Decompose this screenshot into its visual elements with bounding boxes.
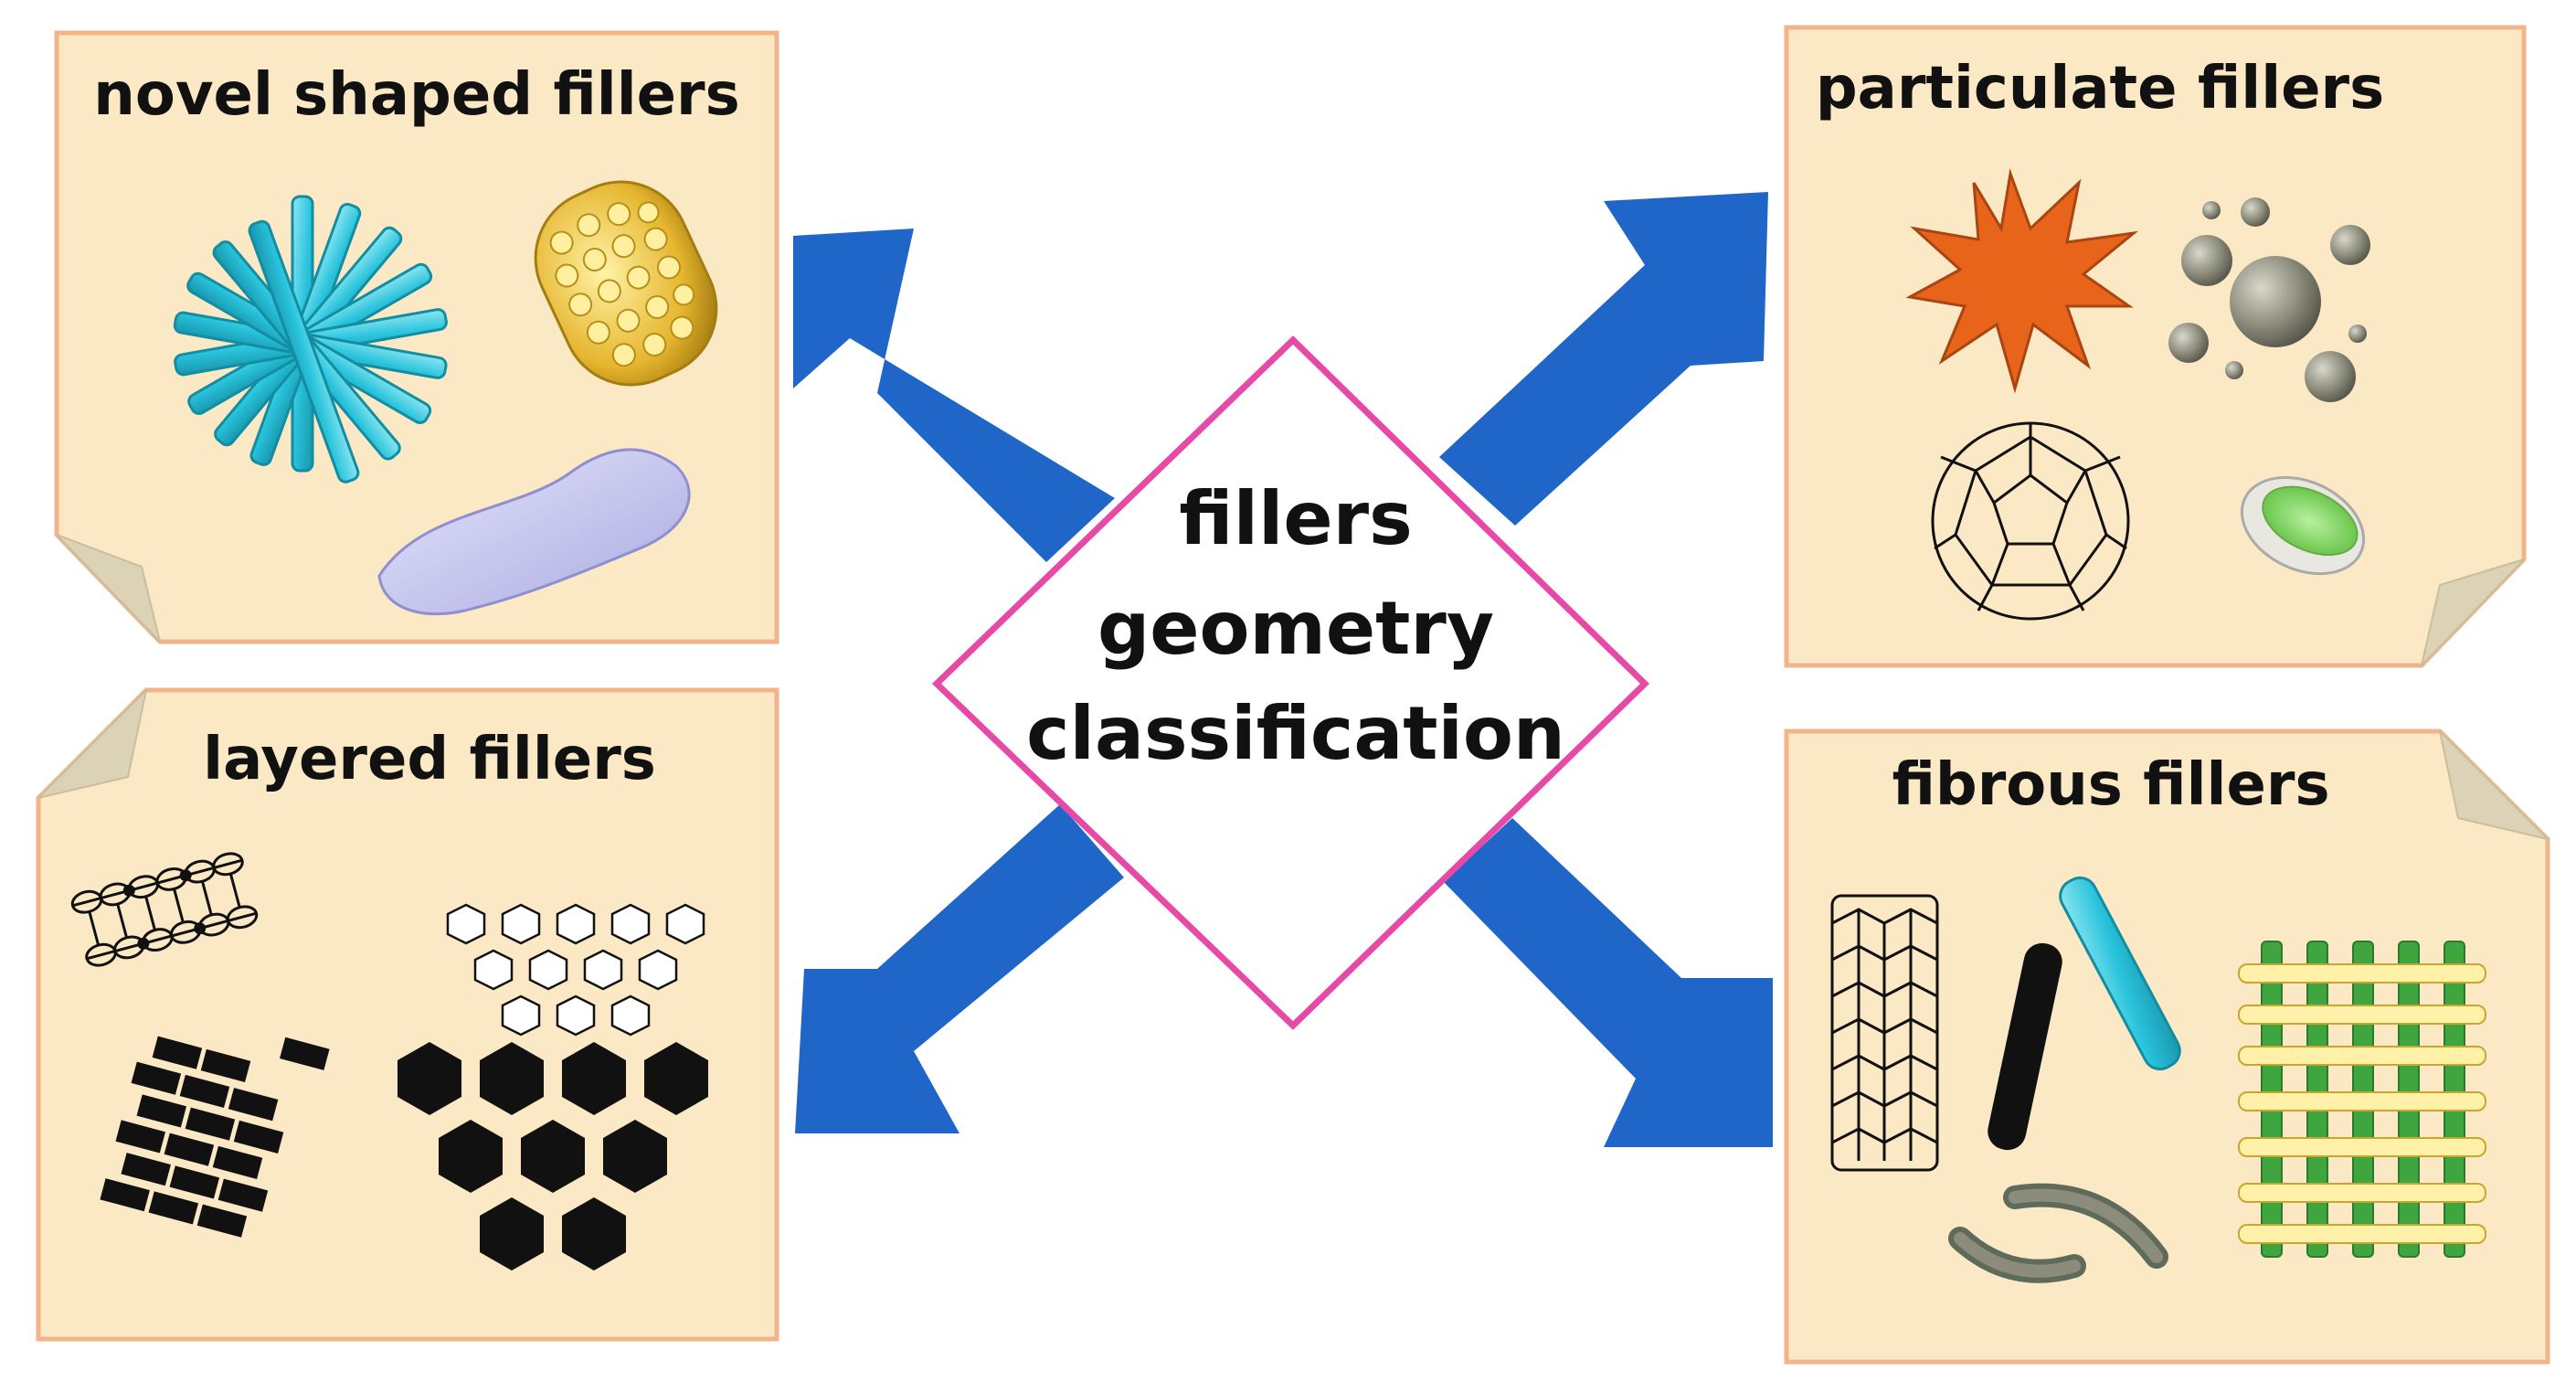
center-label-line2: geometry <box>1097 586 1494 671</box>
star-particle-icon <box>1905 168 2139 394</box>
layered-lattice-icon <box>70 852 259 967</box>
framework-solid-icon <box>398 1042 708 1271</box>
panel-title-novel: novel shaped fillers <box>93 61 739 129</box>
fullerene-icon <box>1931 421 2130 621</box>
nanotube-icon <box>1830 894 1939 1172</box>
panel-title-fibrous: fibrous fillers <box>1892 751 2329 819</box>
center-label-line3: classification <box>1026 691 1565 776</box>
panel-novel-shaped: novel shaped fillers <box>54 30 779 645</box>
cyan-rod-icon <box>2059 876 2181 1071</box>
spheres-icon <box>2168 197 2370 402</box>
panel-particulate: particulate fillers <box>1784 25 2528 669</box>
arrow-to-fibrous <box>1444 818 1773 1147</box>
panel-fibrous: fibrous fillers <box>1784 728 2551 1365</box>
arrow-to-layered <box>795 804 1124 1133</box>
panel-layered: layered fillers <box>35 686 779 1342</box>
center-diamond <box>931 335 1650 1030</box>
lens-particle-icon <box>2240 475 2366 576</box>
woven-mesh-icon <box>2238 941 2486 1258</box>
arrow-to-particulate <box>1439 192 1768 526</box>
center-label-line1: fillers <box>1179 476 1412 561</box>
wavy-sheet-icon <box>377 448 691 615</box>
brick-layers-icon <box>100 1036 330 1238</box>
framework-outline-icon <box>446 903 705 1037</box>
arrow-to-novel <box>793 229 1115 562</box>
black-rod-icon <box>1988 942 2062 1151</box>
radial-rods-icon <box>173 195 448 484</box>
curved-fibers-icon <box>1948 1183 2168 1283</box>
porous-capsule-icon <box>534 180 718 387</box>
panel-title-layered: layered fillers <box>203 726 656 793</box>
panel-title-particulate: particulate fillers <box>1816 55 2384 122</box>
